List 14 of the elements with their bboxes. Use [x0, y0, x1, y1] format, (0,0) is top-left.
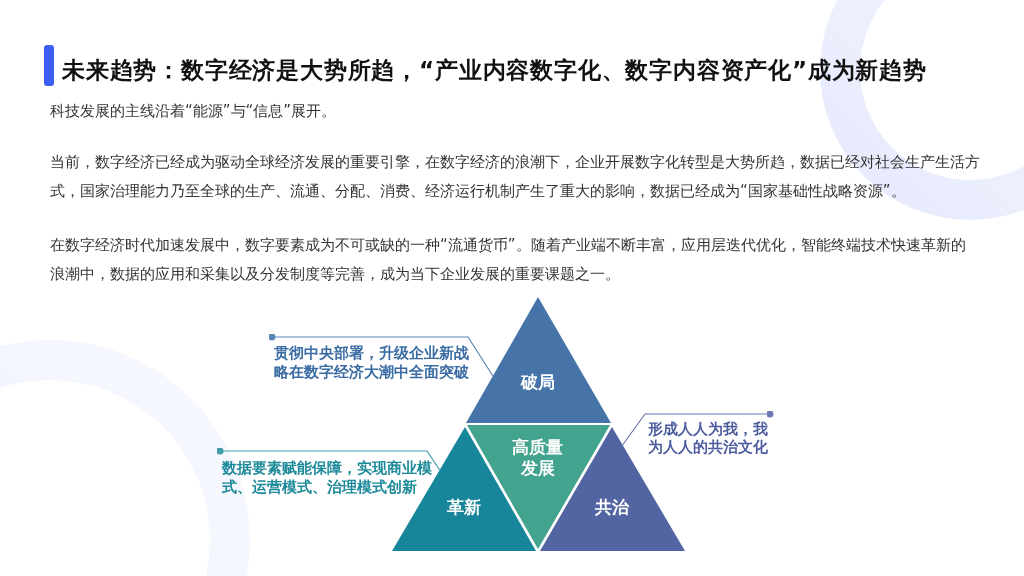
callout-text: 数据要素赋能保障，实现商业模式、运营模式、治理模式创新: [222, 459, 436, 496]
triangle-label: 破局: [521, 371, 555, 393]
leader-line: [622, 410, 774, 446]
body-paragraph: 当前，数字经济已经成为驱动全球经济发展的重要引擎，在数字经济的浪潮下，企业开展数字化转型是大势所趋，数据已经对社会生产生活方式，国家治理能力乃至全球的生产、流通、分配、消费、经济运行机制产生了重大的影响，数据已经成为“国家基础性战略资源”。: [50, 152, 981, 202]
slide-title: 未来趋势：数字经济是大势所趋，“产业内容数字化、数字内容资产化”成为新趋势: [62, 56, 927, 85]
body-paragraph: 在数字经济时代加速发展中，数字要素成为不可或缺的一种“流通货币”。随着产业端不断丰富，应用层迭代优化，智能终端技术快速革新的浪潮中，数据的应用和采集以及分发制度等完善，成为当下企业发展的重要课题之一。: [50, 235, 967, 285]
leader-line: [216, 447, 441, 471]
triangle-label: 共治: [595, 496, 629, 518]
leader-line: [268, 333, 494, 377]
callout-text: 形成人人为我，我为人人的共治文化: [648, 421, 768, 456]
triangle-label: 革新: [447, 496, 481, 518]
triangle-label: 高质量发展: [511, 437, 565, 479]
intro-text: 科技发展的主线沿着“能源”与“信息”展开。: [50, 101, 337, 122]
callout-text: 贯彻中央部署，升级企业新战略在数字经济大潮中全面突破: [274, 344, 474, 382]
